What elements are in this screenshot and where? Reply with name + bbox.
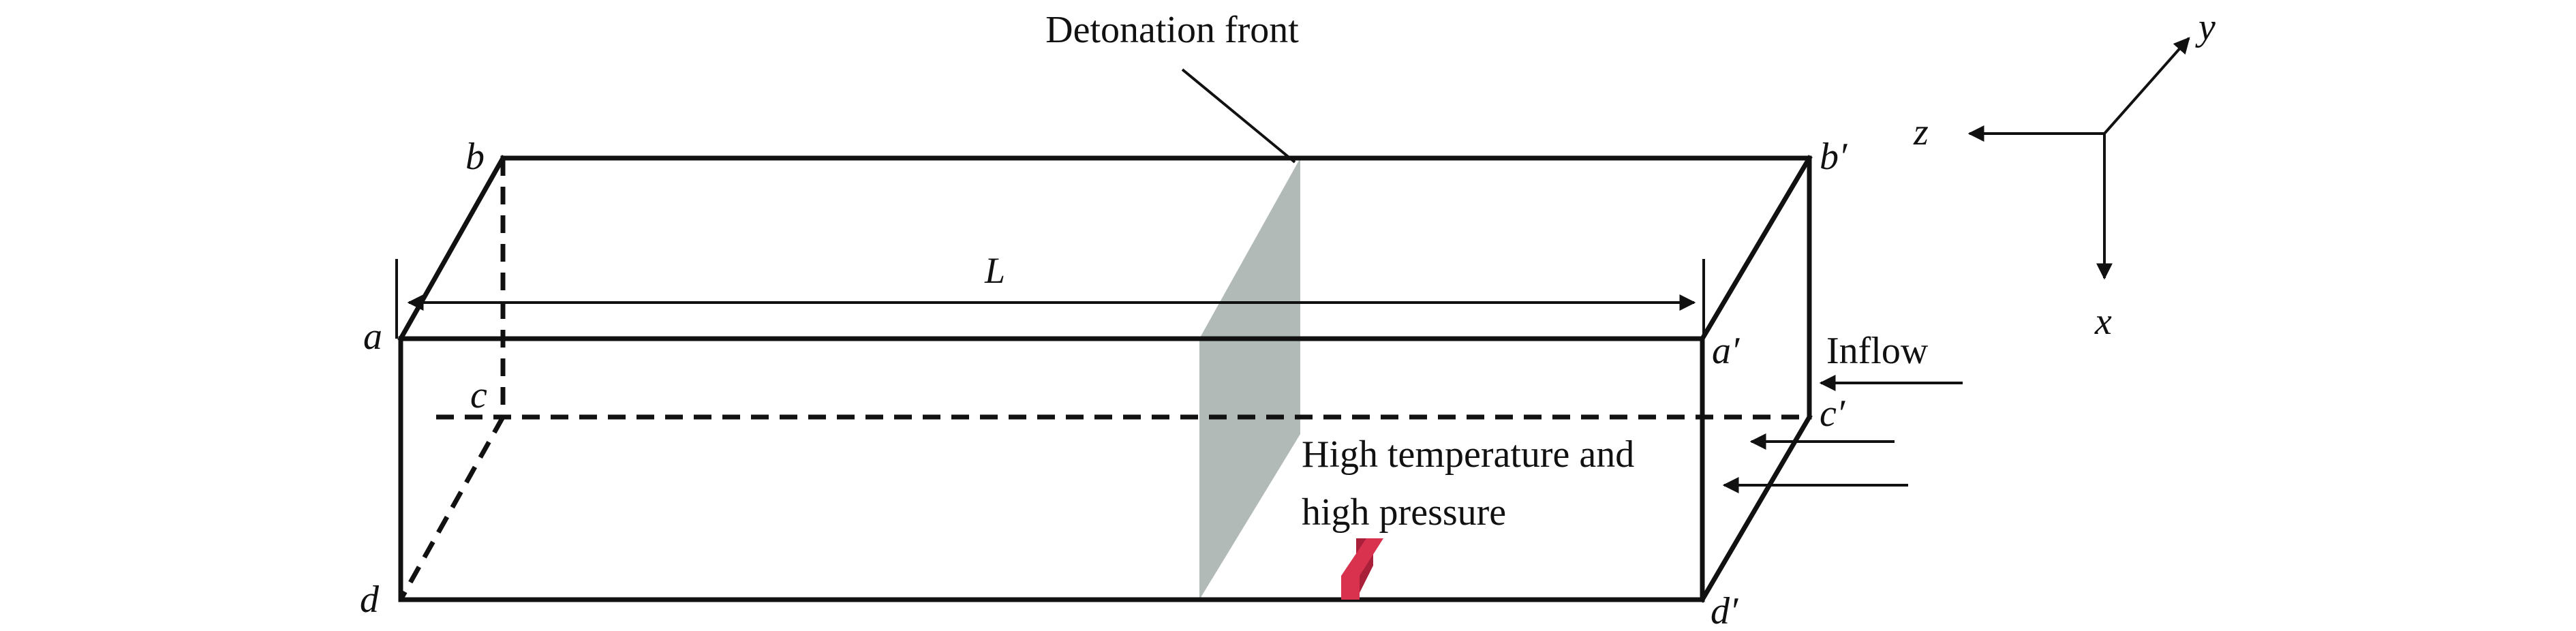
inflow-label: Inflow [1826,330,1929,372]
vertex-label-a-prime: a′ [1712,330,1740,372]
hot-spot [1341,538,1383,600]
edge-a-b [397,155,506,342]
vertex-label-a: a [363,316,382,358]
vertex-label-c: c [470,374,487,416]
detonation-front-leader [1181,68,1296,164]
length-label: L [984,250,1005,291]
vertex-label-d-prime: d′ [1711,590,1738,631]
axis-label-z: z [1913,111,1929,153]
edge-a-prime-b-prime [1699,155,1813,342]
detonation-front-label: Detonation front [1045,9,1299,51]
vertex-label-b-prime: b′ [1820,136,1847,178]
hidden-edge-c-d [398,416,506,601]
vertex-label-b: b [465,136,485,178]
axis-y-arrow [2103,37,2190,135]
front-face [398,336,1705,602]
edge-c-prime-d-prime [1699,414,1813,603]
axis-label-x: x [2094,301,2112,343]
high-temp-label-line2: high pressure [1302,491,1506,534]
high-temp-label-line1: High temperature and [1302,433,1634,476]
vertex-label-c-prime: c′ [1820,393,1845,435]
axis-label-y: y [2195,6,2215,48]
detonation-front-plane [1199,158,1300,600]
vertex-label-d: d [360,579,380,621]
